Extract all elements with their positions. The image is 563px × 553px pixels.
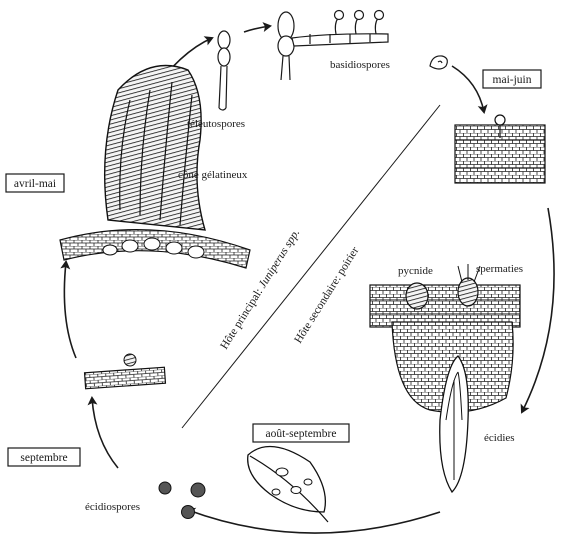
arrow-teleutospores-to-basidiospores	[244, 26, 270, 32]
leaf-tissue-septembre	[85, 354, 166, 389]
label-teleutospores: téleutospores	[187, 118, 245, 130]
ecidia-section-illustration	[370, 264, 520, 492]
arrow-ecidies-to-ecidiospores	[188, 510, 440, 533]
svg-text:avril-mai: avril-mai	[14, 178, 56, 190]
label-pycnide: pycnide	[398, 265, 433, 277]
season-box-mai-juin: mai-juin	[483, 70, 541, 88]
arrow-tissue-to-avril-mai	[64, 262, 76, 358]
label-ecidiospores: écidiospores	[85, 501, 140, 513]
label-ecidies: écidies	[484, 432, 515, 444]
season-box-septembre: septembre	[8, 448, 80, 466]
svg-text:mai-juin: mai-juin	[493, 74, 532, 86]
released-basidiospore	[430, 56, 447, 69]
gelatinous-cone-illustration	[60, 66, 250, 269]
leaf-section-mai-juin	[455, 115, 545, 183]
season-box-aout-septembre: août-septembre	[253, 424, 349, 442]
season-box-avril-mai: avril-mai	[6, 174, 64, 192]
teleutospores-illustration	[218, 31, 230, 110]
svg-text:septembre: septembre	[20, 452, 67, 464]
arrow-mai-juin-to-ecidies	[522, 208, 554, 412]
host-secondaire-label: Hôte secondaire: poirier	[292, 245, 361, 346]
arrow-septembre-to-leaf-tissue	[92, 398, 118, 468]
label-basidiospores: basidiospores	[330, 59, 390, 71]
svg-text:août-septembre: août-septembre	[266, 428, 337, 440]
pear-leaf-illustration	[248, 446, 328, 522]
label-cone-gelatineux: cône gélatineux	[178, 169, 248, 181]
label-spermaties: spermaties	[476, 263, 523, 275]
arrow-basidiospores-to-mai-juin	[452, 66, 484, 112]
